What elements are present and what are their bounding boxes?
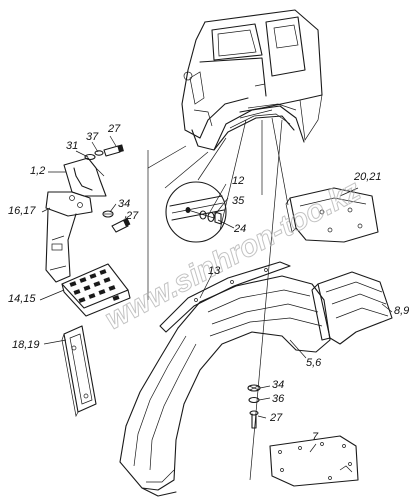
callout-labels: 31 37 27 1,2 16,17 34 27 14,15 18,19 12 … [8,123,409,443]
label-34-lower: 34 [272,379,284,391]
strip-13 [159,261,291,333]
label-16-17: 16,17 [8,205,36,217]
bracket-part-1-2 [45,157,107,283]
label-13: 13 [208,265,221,277]
extension-8-9 [311,271,393,345]
hardware-31-37-27 [84,144,124,161]
plate-7 [269,435,359,487]
label-1-2: 1,2 [30,165,45,177]
label-8-9: 8,9 [394,305,409,317]
label-14-15: 14,15 [8,293,36,305]
label-18-19: 18,19 [12,339,40,351]
mud-flap-14-15 [61,263,131,317]
hardware-34-36-27 [247,384,261,429]
label-27-top: 27 [107,123,121,135]
label-27-middle: 27 [125,210,139,222]
label-34-upper: 34 [118,198,130,210]
plate-20-21 [285,187,379,243]
label-12: 12 [232,175,244,187]
label-35: 35 [232,195,245,207]
label-36: 36 [272,393,285,405]
leader-lines [147,117,289,481]
label-31: 31 [66,140,78,152]
label-7: 7 [312,431,319,443]
label-24: 24 [233,223,246,235]
label-leaders [39,135,393,453]
bracket-18-19 [61,325,97,418]
label-5-6: 5,6 [306,357,322,369]
label-20-21: 20,21 [353,171,382,183]
label-27-bottom: 27 [269,412,283,424]
truck-cab [181,9,323,151]
detail-circle-fasteners [165,181,227,243]
label-37: 37 [86,131,99,143]
main-fender-5-6 [119,275,331,497]
